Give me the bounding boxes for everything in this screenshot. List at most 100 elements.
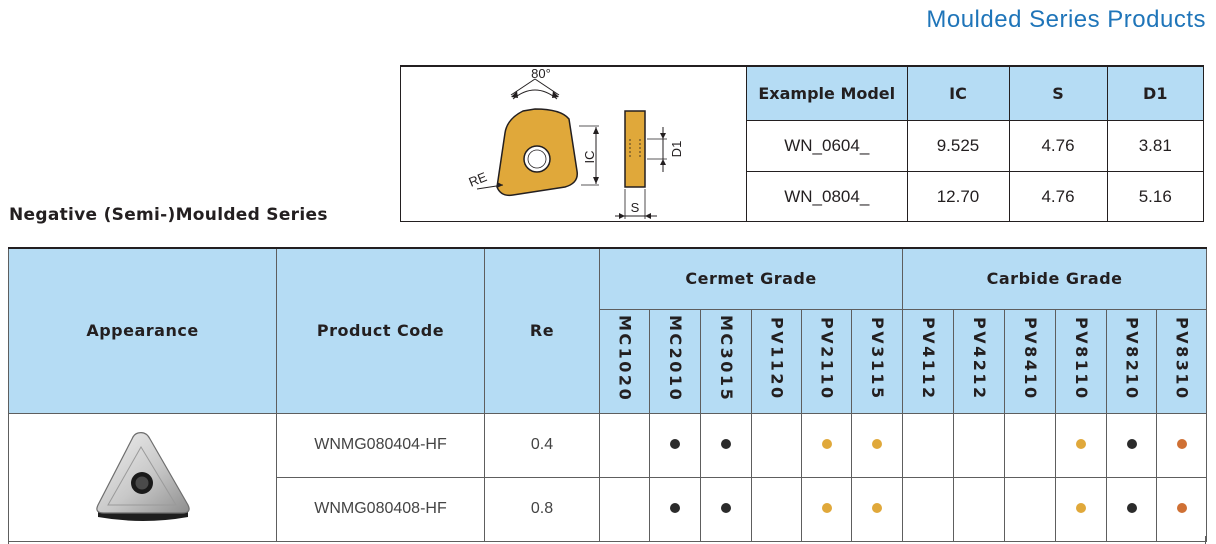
grade-label: MC3015 <box>717 315 736 403</box>
spec-header-model: Example Model <box>747 67 908 121</box>
grade-header: MC1020 <box>599 308 650 414</box>
arrow-head-icon <box>552 91 559 98</box>
arrow-head-icon <box>660 159 666 165</box>
spec-header-row: Example Model IC S D1 <box>747 67 1203 121</box>
grade-header: PV8410 <box>1004 308 1057 414</box>
grade-label: PV8210 <box>1122 317 1142 401</box>
grade-label: MC1020 <box>615 315 635 403</box>
grade-label: PV8410 <box>1021 317 1041 401</box>
availability-dot-icon <box>1176 503 1187 513</box>
grade-availability-cell <box>1156 412 1208 478</box>
page-title: Moulded Series Products <box>926 6 1206 33</box>
availability-dot-icon <box>670 439 680 449</box>
grade-availability-cell <box>902 412 955 478</box>
spec-model: WN_0604_ <box>747 119 908 172</box>
insert-hole-inner <box>527 149 547 169</box>
re-cell: 0.4 <box>484 412 600 478</box>
grade-label: PV8110 <box>1072 317 1092 401</box>
grade-availability-cell <box>751 412 802 478</box>
grade-availability-cell <box>953 476 1006 542</box>
grade-header: PV8210 <box>1106 308 1158 414</box>
grade-availability-cell <box>1004 412 1057 478</box>
grade-header: PV8110 <box>1055 308 1108 414</box>
spec-box: 80° RE IC D1 <box>400 65 1204 222</box>
availability-dot-icon <box>721 503 731 513</box>
availability-dot-icon <box>1176 439 1187 449</box>
grade-availability-cell <box>1156 476 1208 542</box>
grade-header: PV3115 <box>850 308 904 414</box>
spec-header-d1: D1 <box>1106 67 1203 121</box>
grade-header: PV4112 <box>902 308 955 414</box>
col-header-appearance: Appearance <box>8 247 277 414</box>
product-table: Appearance Product Code Re Cermet Grade … <box>8 247 1208 542</box>
grade-availability-cell <box>649 476 701 542</box>
product-table-container: Appearance Product Code Re Cermet Grade … <box>8 247 1208 542</box>
grade-availability-cell <box>801 412 852 478</box>
grade-availability-cell <box>1106 412 1158 478</box>
grade-availability-cell <box>599 412 650 478</box>
arrow-head-icon <box>593 127 599 134</box>
grade-header: MC2010 <box>649 308 701 414</box>
spec-s: 4.76 <box>1008 170 1108 222</box>
grade-availability-cell <box>850 476 904 542</box>
product-code-cell: WNMG080404-HF <box>276 412 485 478</box>
spec-row: WN_0604_ 9.525 4.76 3.81 <box>747 119 1203 172</box>
grade-header: PV4212 <box>953 308 1006 414</box>
col-header-re: Re <box>484 247 600 414</box>
spec-s: 4.76 <box>1008 119 1108 172</box>
arrow-head-icon <box>511 91 518 98</box>
arrow-head-icon <box>593 177 599 184</box>
spec-row: WN_0804_ 12.70 4.76 5.16 <box>747 170 1203 222</box>
table-grade-header-row: MC1020 MC2010 MC3015 PV1120 PV2110 PV3115 PV41… <box>9 308 1208 414</box>
grade-label: MC2010 <box>666 315 685 403</box>
availability-dot-icon <box>872 503 883 513</box>
re-cell: 0.8 <box>484 476 600 542</box>
grade-availability-cell <box>953 412 1006 478</box>
spec-model: WN_0804_ <box>747 170 908 222</box>
product-code-cell: WNMG080408-HF <box>276 476 485 542</box>
table-continuation <box>8 536 1206 544</box>
s-label: S <box>631 200 640 215</box>
angle-arc <box>512 89 558 100</box>
availability-dot-icon <box>872 439 883 449</box>
grade-availability-cell <box>599 476 650 542</box>
grade-availability-cell <box>751 476 802 542</box>
angle-line-right <box>534 78 560 96</box>
appearance-cell <box>8 412 277 542</box>
insert-drawing: 80° RE IC D1 <box>467 66 684 219</box>
grade-label: PV2110 <box>817 317 837 401</box>
availability-dot-icon <box>721 439 731 449</box>
grade-availability-cell <box>1106 476 1158 542</box>
availability-dot-icon <box>670 503 680 513</box>
col-header-product-code: Product Code <box>276 247 485 414</box>
availability-dot-icon <box>1126 439 1137 449</box>
spec-table: Example Model IC S D1 WN_0604_ 9.525 4.7… <box>747 67 1203 222</box>
spec-ic: 12.70 <box>906 170 1010 222</box>
grade-availability-cell <box>850 412 904 478</box>
availability-dot-icon <box>821 439 832 449</box>
availability-dot-icon <box>1076 439 1087 449</box>
grade-availability-cell <box>700 412 752 478</box>
insert-side-view <box>624 110 646 188</box>
angle-line-left <box>510 78 536 96</box>
grade-availability-cell <box>700 476 752 542</box>
d1-label: D1 <box>669 141 684 158</box>
grade-label: PV3115 <box>868 317 888 401</box>
availability-dot-icon <box>1076 503 1087 513</box>
insert-photo-icon <box>95 431 190 521</box>
insert-diagram: 80° RE IC D1 <box>401 66 747 222</box>
grade-label: PV8310 <box>1172 317 1192 401</box>
group-header-carbide: Carbide Grade <box>902 247 1208 310</box>
angle-label: 80° <box>531 67 551 81</box>
group-header-cermet: Cermet Grade <box>598 247 904 310</box>
grade-availability-cell <box>1004 476 1057 542</box>
spec-header-ic: IC <box>906 67 1010 121</box>
grade-availability-cell <box>801 476 852 542</box>
grade-header: PV2110 <box>801 308 852 414</box>
grade-label: PV4112 <box>919 317 939 401</box>
grade-label: PV1120 <box>767 317 787 401</box>
grade-availability-cell <box>1055 476 1108 542</box>
